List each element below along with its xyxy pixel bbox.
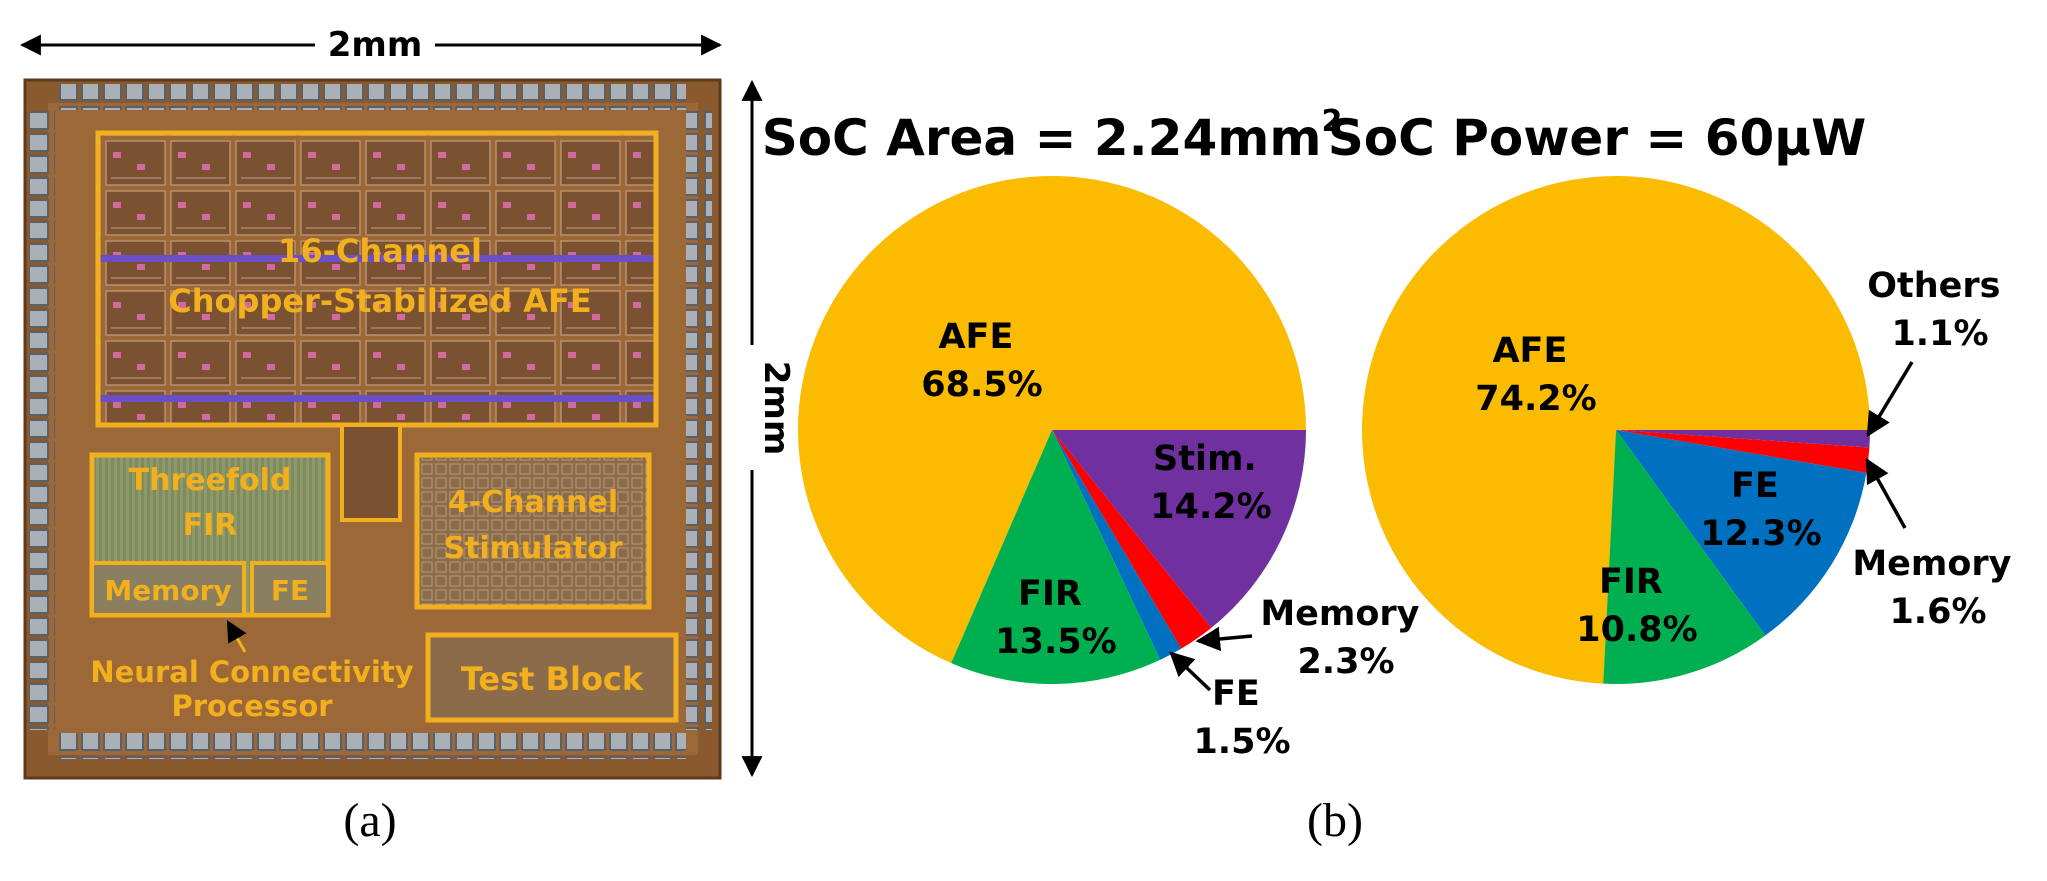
pad-ring-right bbox=[686, 110, 712, 730]
processor-label-line1: Neural Connectivity bbox=[90, 655, 413, 689]
pie-area-slice-fe bbox=[1052, 430, 1182, 660]
afe-bus-line-2 bbox=[100, 395, 654, 402]
afe-bus-line-1 bbox=[100, 255, 654, 262]
area-label-memory: Memory 2.3% bbox=[1260, 594, 1431, 682]
pie-area-slice-afe bbox=[798, 175, 1306, 664]
pie-charts: SoC Area = 2.24mm2 AFE 68.5% Stim. 14.2%… bbox=[762, 104, 2023, 847]
power-pie bbox=[1361, 176, 1870, 685]
power-label-fe-name: FE bbox=[1731, 466, 1779, 506]
processor-label-line2: Processor bbox=[171, 689, 333, 723]
power-pie-title-text: SoC Power = 60μW bbox=[1328, 109, 1866, 167]
area-label-fe-name: FE bbox=[1212, 674, 1260, 714]
panel-b-caption: (b) bbox=[1307, 794, 1363, 847]
power-label-fe-value: 12.3% bbox=[1700, 514, 1821, 554]
pie-power-slice-fir bbox=[1603, 430, 1766, 685]
area-label-stim: Stim. 14.2% bbox=[1150, 439, 1271, 527]
fir-label-line1: Threefold bbox=[129, 463, 292, 498]
power-pie-title: SoC Power = 60μW bbox=[1328, 109, 1866, 167]
processor-pointer-arrow bbox=[226, 620, 247, 653]
chip-micrograph: 2mm 2mm 16-Channel Chopper-Stabilized AF… bbox=[19, 25, 796, 847]
power-label-fir-name: FIR bbox=[1599, 562, 1663, 602]
width-dimension-label: 2mm bbox=[328, 25, 423, 65]
power-label-others-name: Others bbox=[1867, 266, 2000, 306]
afe-region bbox=[98, 133, 656, 425]
area-pie-title: SoC Area = 2.24mm2 bbox=[762, 104, 1343, 167]
area-label-stim-name: Stim. bbox=[1153, 439, 1257, 479]
area-label-memory-value: 2.3% bbox=[1297, 642, 1394, 682]
area-label-fe: FE 1.5% bbox=[1193, 674, 1290, 762]
power-label-others-value: 1.1% bbox=[1891, 314, 1988, 354]
power-label-afe: AFE 74.2% bbox=[1475, 331, 1596, 419]
area-label-fir: FIR 13.5% bbox=[995, 574, 1116, 662]
pie-power-slice-others bbox=[1616, 430, 1870, 448]
power-label-memory-value: 1.6% bbox=[1889, 592, 1986, 632]
pad-ring-top bbox=[58, 84, 686, 110]
power-label-fir-value: 10.8% bbox=[1576, 610, 1697, 650]
area-label-fir-name: FIR bbox=[1018, 574, 1082, 614]
area-label-fir-value: 13.5% bbox=[995, 622, 1116, 662]
afe-label-line1: 16-Channel bbox=[278, 232, 482, 270]
panel-a-caption: (a) bbox=[343, 794, 396, 847]
power-label-afe-name: AFE bbox=[1492, 331, 1567, 371]
pie-area-slice-stim bbox=[1052, 430, 1306, 628]
area-label-afe-value: 68.5% bbox=[921, 365, 1042, 405]
area-label-afe-name: AFE bbox=[938, 317, 1013, 357]
area-pie bbox=[798, 175, 1306, 684]
fe-block-label: FE bbox=[271, 574, 309, 607]
power-label-memory-name: Memory bbox=[1852, 544, 2011, 584]
area-fe-leader-arrow bbox=[1169, 651, 1212, 692]
pie-area-slice-fir bbox=[951, 430, 1161, 684]
afe-label-line2: Chopper-Stabilized AFE bbox=[168, 282, 591, 320]
power-label-fir: FIR 10.8% bbox=[1576, 562, 1697, 650]
stimulator-label-line1: 4-Channel bbox=[448, 485, 618, 520]
power-memory-leader-arrow bbox=[1865, 457, 1907, 529]
power-label-afe-value: 74.2% bbox=[1475, 379, 1596, 419]
center-block bbox=[340, 423, 402, 522]
pie-area-slice-memory bbox=[1052, 430, 1212, 649]
pie-power-slice-memory bbox=[1616, 430, 1870, 473]
area-pie-title-text: SoC Area = 2.24mm bbox=[762, 109, 1322, 167]
fe-block bbox=[250, 561, 330, 617]
pie-power-slice-fe bbox=[1616, 430, 1867, 636]
area-memory-leader-arrow bbox=[1195, 626, 1253, 652]
pad-ring-bottom bbox=[58, 733, 686, 759]
fir-label-line2: FIR bbox=[183, 508, 238, 543]
area-label-fe-value: 1.5% bbox=[1193, 722, 1290, 762]
area-label-stim-value: 14.2% bbox=[1150, 487, 1271, 527]
power-label-fe: FE 12.3% bbox=[1700, 466, 1821, 554]
memory-block-label: Memory bbox=[104, 574, 231, 607]
power-others-leader-arrow bbox=[1866, 361, 1914, 438]
area-label-memory-name: Memory bbox=[1260, 594, 1419, 634]
area-pie-title-superscript: 2 bbox=[1321, 104, 1342, 139]
pie-power-slice-afe bbox=[1361, 176, 1870, 684]
area-label-afe: AFE 68.5% bbox=[921, 317, 1042, 405]
pad-ring-left bbox=[29, 110, 55, 730]
stimulator-region bbox=[414, 452, 652, 610]
stimulator-label-line2: Stimulator bbox=[443, 531, 622, 566]
memory-block bbox=[90, 561, 246, 617]
test-block bbox=[425, 632, 679, 723]
power-label-memory: Memory 1.6% bbox=[1852, 544, 2023, 632]
test-block-label: Test Block bbox=[461, 660, 644, 698]
power-label-others: Others 1.1% bbox=[1867, 266, 2012, 354]
height-dimension-label: 2mm bbox=[756, 361, 796, 456]
